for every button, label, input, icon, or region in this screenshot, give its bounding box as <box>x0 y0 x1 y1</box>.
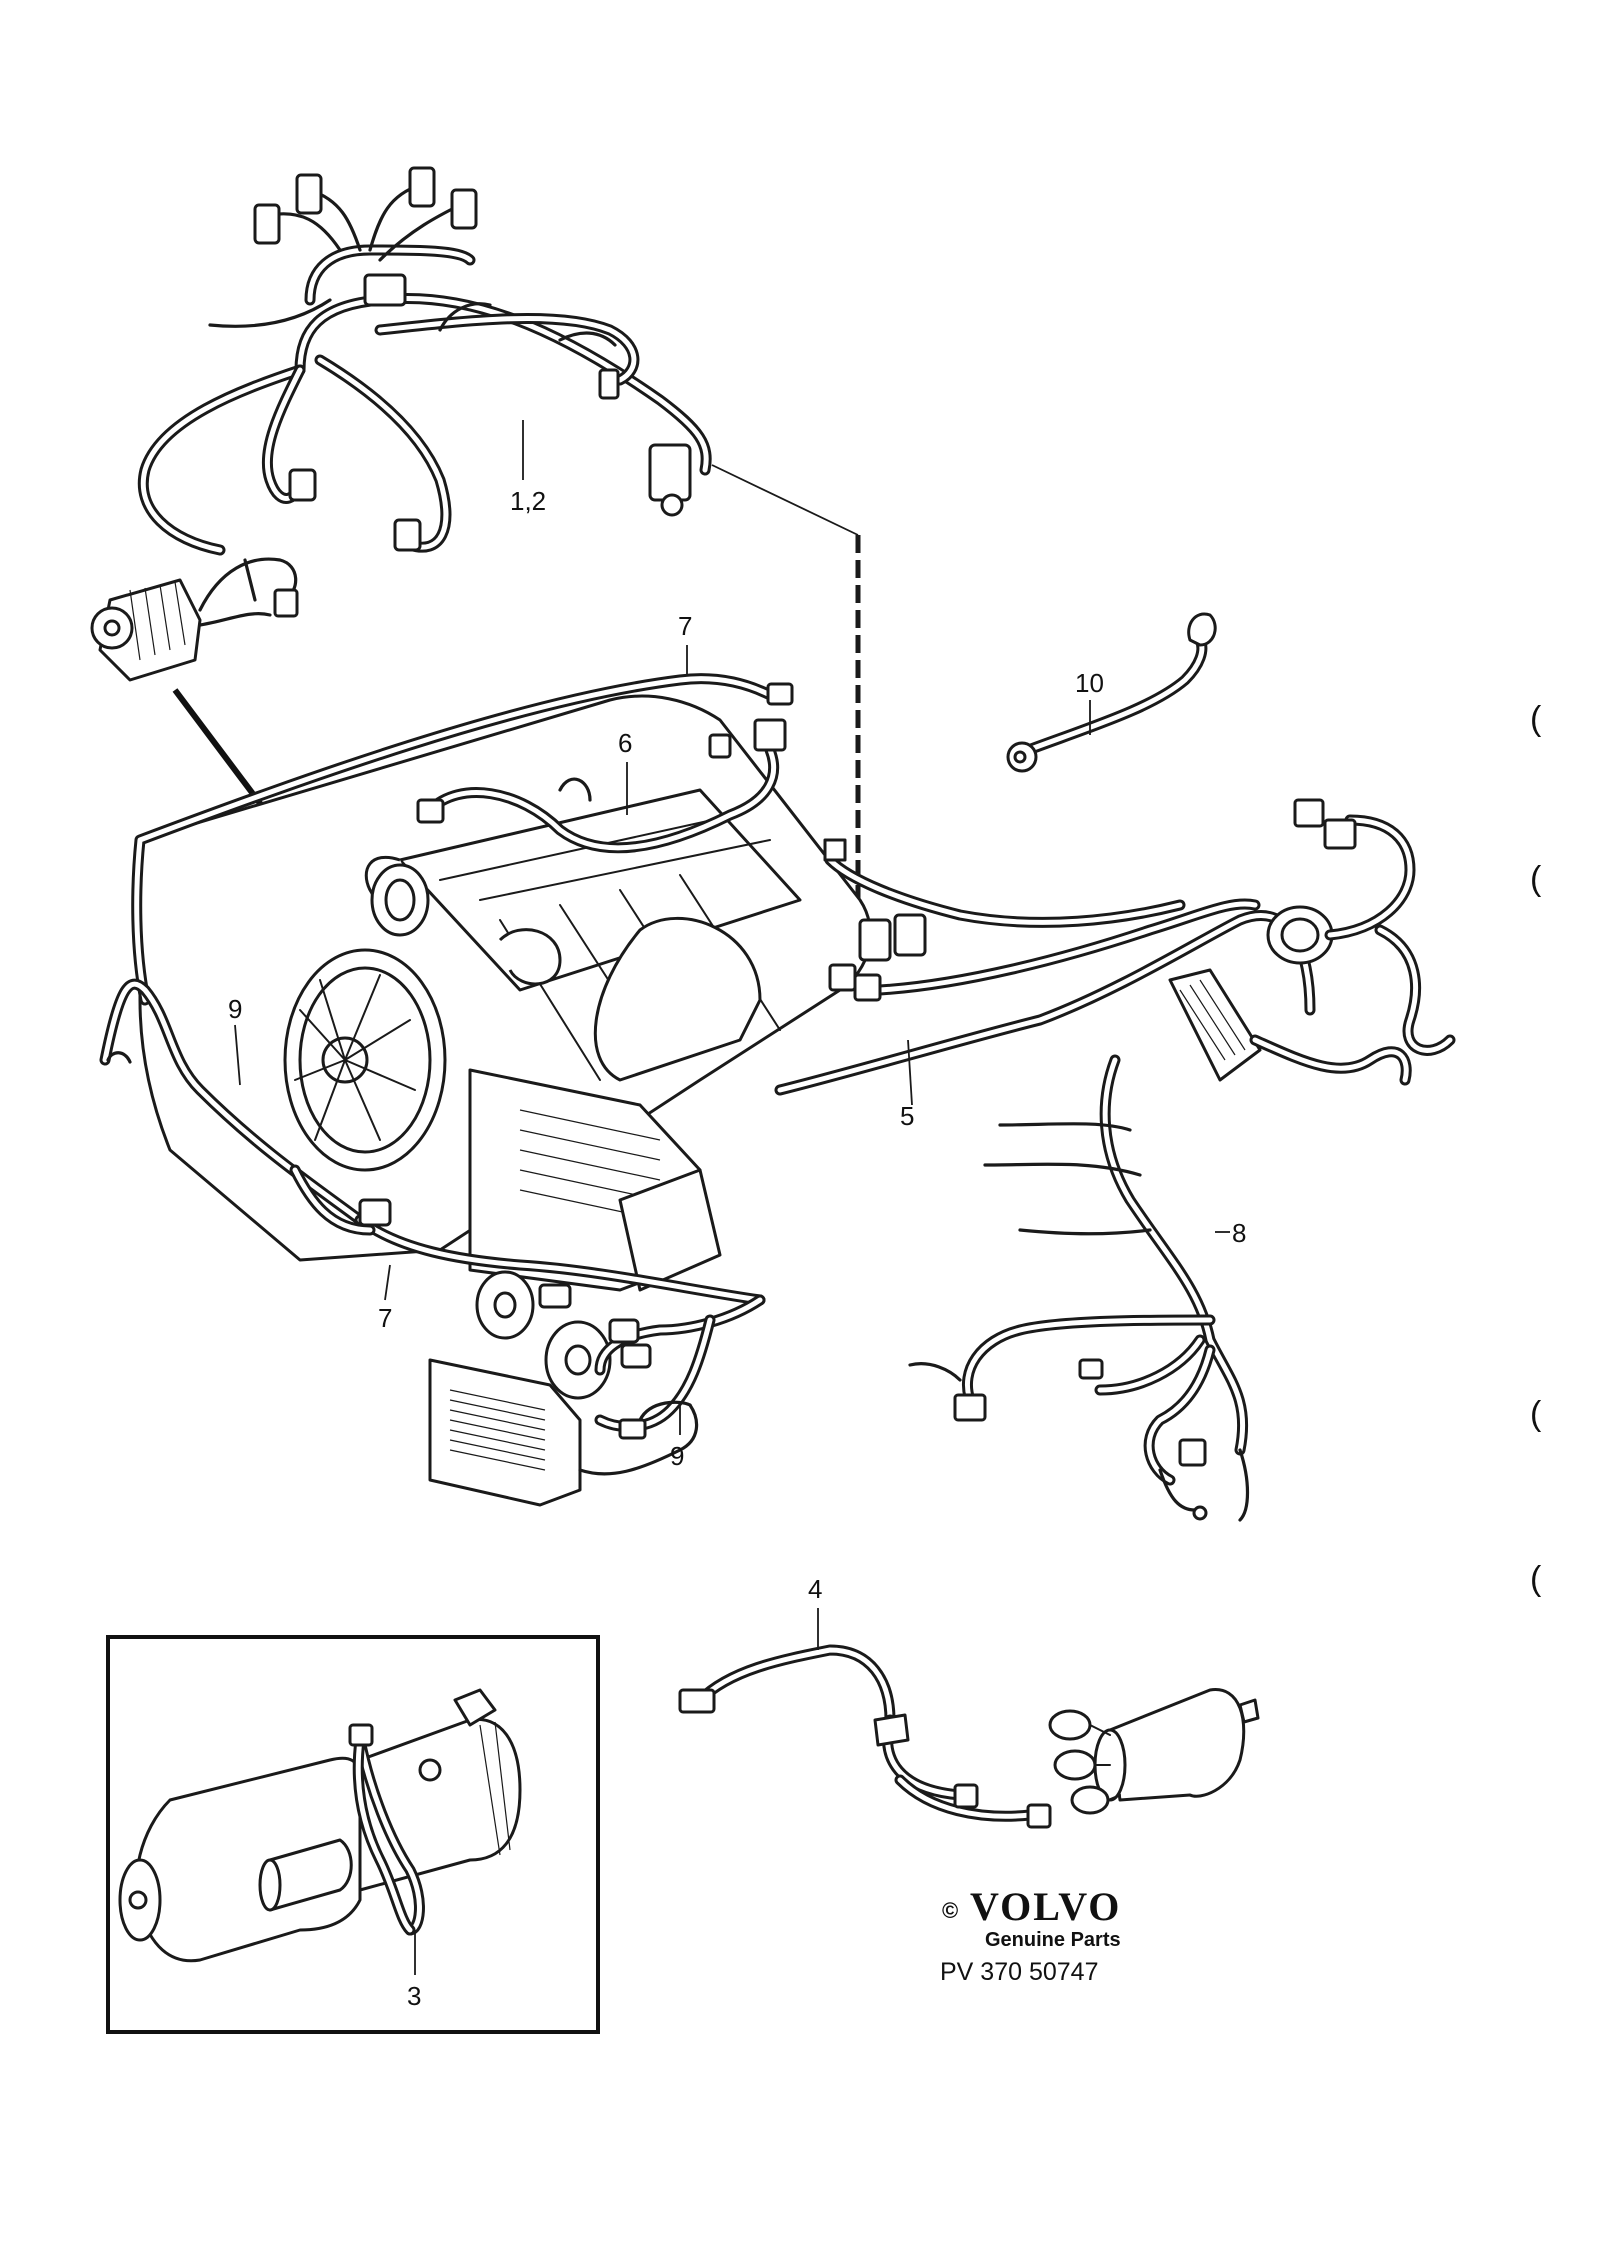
alternator-illustration <box>90 557 299 682</box>
margin-mark: ( <box>1530 1560 1542 1598</box>
margin-mark: ( <box>1530 700 1542 738</box>
reference-code: PV 370 50747 <box>940 1958 1098 1986</box>
callout-cable-7-top: 7 <box>678 611 692 641</box>
cable-7-top: 7 <box>131 611 794 1006</box>
callout-harness-main: 1,2 <box>510 486 546 516</box>
callout-cable-7-bottom: 7 <box>378 1303 392 1333</box>
callout-cable-9-left: 9 <box>228 994 242 1024</box>
engine-harness-5: 5 <box>774 798 1456 1131</box>
callout-injector-harness: 6 <box>618 728 632 758</box>
starter-inset-box: 3 <box>106 1635 600 2034</box>
copyright-symbol: © <box>942 1898 958 1923</box>
callout-ignition-lead: 4 <box>808 1574 822 1604</box>
ignition-coil <box>1048 1688 1260 1815</box>
brand-logo: VOLVO <box>970 1884 1121 1929</box>
callout-cable-9-bottom: 9 <box>670 1441 684 1471</box>
harness-8: 8 <box>908 1054 1250 1522</box>
injector-harness-6: 6 <box>416 718 787 854</box>
brand-subtitle: Genuine Parts <box>985 1929 1121 1951</box>
footer-branding: © VOLVO Genuine Parts PV 370 50747 <box>940 1884 1121 1986</box>
ground-strap-10: 10 <box>1006 612 1217 773</box>
callout-engine-harness: 5 <box>900 1101 914 1131</box>
control-box: 9 <box>428 1358 699 1507</box>
ignition-lead-4: 4 <box>678 1574 1052 1829</box>
callout-starter-cable: 3 <box>407 1981 421 2011</box>
callout-harness-8: 8 <box>1232 1218 1246 1248</box>
margin-mark: ( <box>1530 860 1542 898</box>
callout-ground-strap: 10 <box>1075 668 1104 698</box>
margin-mark: ( <box>1530 1395 1542 1433</box>
main-wiring-harness: 1,2 <box>137 166 712 556</box>
cable-7-bottom: 7 <box>289 1164 766 1333</box>
margin-marks: ( ( ( ( <box>1530 700 1542 1598</box>
